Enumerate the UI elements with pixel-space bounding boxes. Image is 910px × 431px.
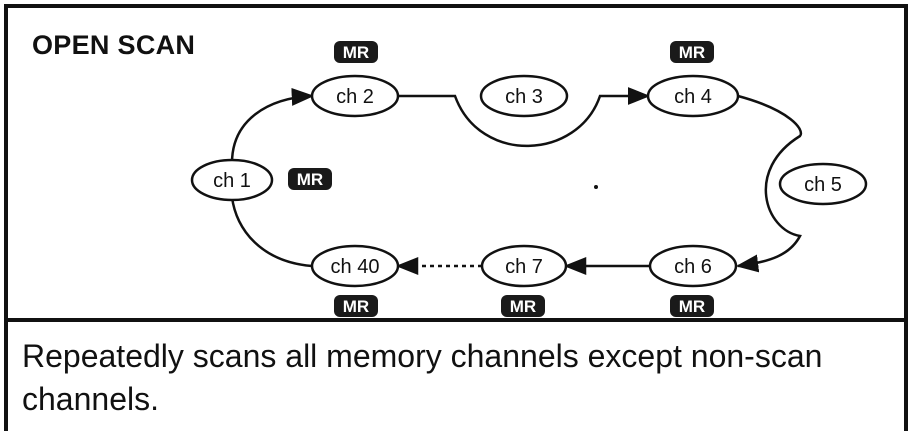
- channel-node-ch4: ch 4: [646, 74, 740, 118]
- mr-badge-ch6: MR: [670, 295, 714, 317]
- diagram-title: OPEN SCAN: [32, 30, 196, 60]
- channel-node-ch2: ch 2: [310, 74, 400, 118]
- channel-label: ch 7: [505, 256, 543, 278]
- mr-badge-ch40: MR: [334, 295, 378, 317]
- channel-node-ch5: ch 5: [778, 162, 868, 206]
- channel-label: ch 3: [505, 86, 543, 108]
- channel-node-ch6: ch 6: [648, 244, 738, 288]
- channel-node-ch3: ch 3: [479, 74, 569, 118]
- mr-badge-ch7: MR: [501, 295, 545, 317]
- description-text: Repeatedly scans all memory channels exc…: [22, 338, 823, 417]
- stray-dot: [594, 185, 598, 189]
- channel-node-ch1: ch 1: [190, 158, 274, 202]
- mr-badge-label: MR: [343, 297, 369, 316]
- channel-label: ch 1: [213, 170, 251, 192]
- mr-badge-label: MR: [679, 297, 705, 316]
- flow-ch1-to-ch2: [230, 87, 315, 164]
- flow-ch4-to-ch6-curve: [735, 94, 803, 273]
- mr-badge-label: MR: [343, 43, 369, 62]
- channel-node-ch7: ch 7: [480, 244, 568, 288]
- mr-badge-ch2: MR: [334, 41, 378, 63]
- channel-label: ch 40: [331, 256, 380, 278]
- mr-badge-ch4: MR: [670, 41, 714, 63]
- channel-label: ch 6: [674, 256, 712, 278]
- channel-label: ch 4: [674, 86, 712, 108]
- channel-label: ch 2: [336, 86, 374, 108]
- mr-badge-label: MR: [510, 297, 536, 316]
- channel-label: ch 5: [804, 174, 842, 196]
- flow-ch2-to-ch4-dip: [398, 87, 651, 148]
- mr-badge-label: MR: [679, 43, 705, 62]
- channel-node-ch40: ch 40: [310, 244, 400, 288]
- mr-badge-ch1: MR: [288, 168, 332, 190]
- mr-badge-label: MR: [297, 170, 323, 189]
- panel-border: [4, 4, 908, 431]
- flow-ch40-to-ch1: [230, 196, 313, 268]
